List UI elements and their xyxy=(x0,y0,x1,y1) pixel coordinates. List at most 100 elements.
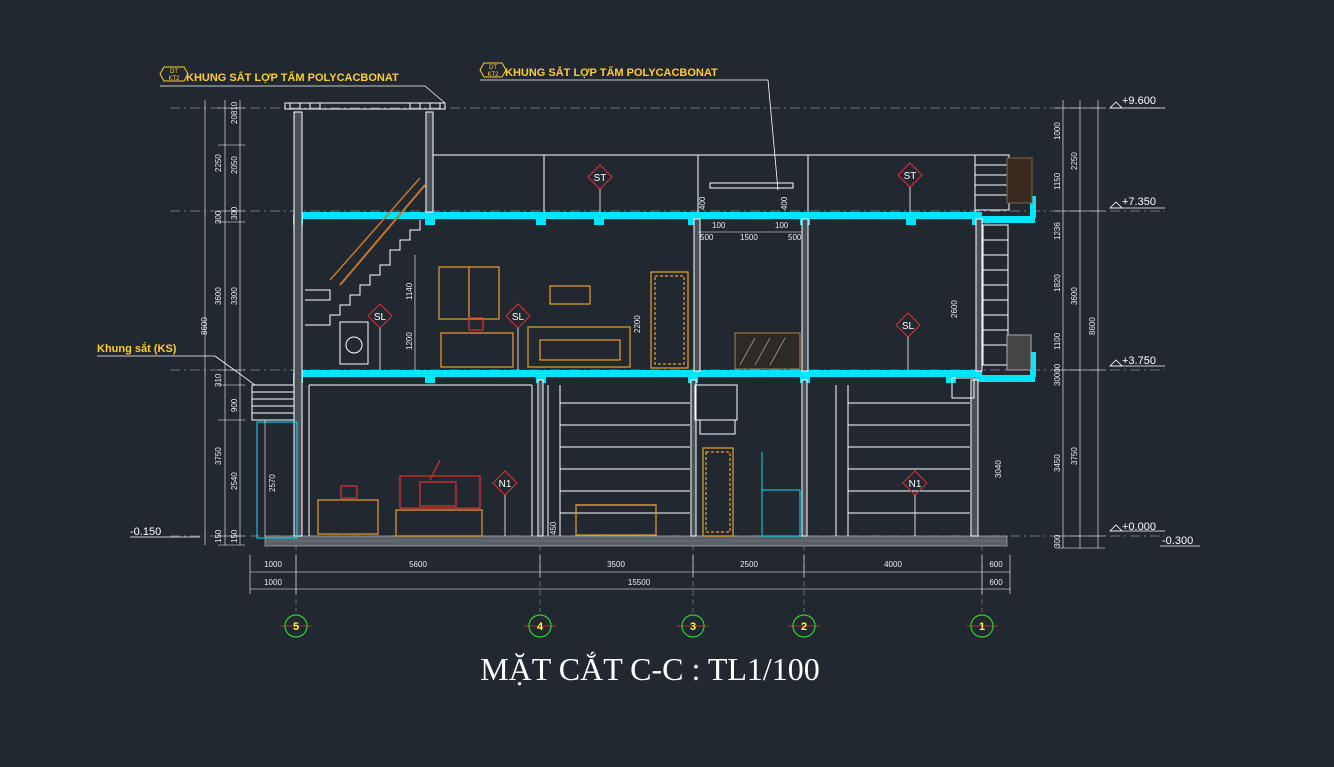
railings xyxy=(339,321,975,537)
bdim-r1-4: 4000 xyxy=(884,560,902,569)
room-tag-sl-room: SL xyxy=(505,303,531,370)
bottom-dim-labels: 1000 5600 3500 2500 4000 600 1000 15500 … xyxy=(264,560,1003,587)
level-top-label: +9.600 xyxy=(1122,95,1156,107)
grid-axis-2: 2 xyxy=(788,614,820,638)
ldim-i1: 2540 xyxy=(230,472,239,490)
note-roof-left: DT KT2 KHUNG SẮT LỢP TẤM POLYCACBONAT xyxy=(159,66,446,104)
idim-e: 100 xyxy=(775,221,789,230)
rdim-extra2: 1236 xyxy=(1053,222,1062,240)
ldim-o1: 3750 xyxy=(214,447,223,465)
bdim-r2-1: 15500 xyxy=(628,578,651,587)
idim-c: 500 xyxy=(788,233,802,242)
ldim-o2: 310 xyxy=(214,373,223,387)
level-marker-right-ground: -0.300 xyxy=(1160,535,1200,547)
rdim-o1: 3750 xyxy=(1070,447,1079,465)
ldim-o3: 3600 xyxy=(214,287,223,305)
idim-stair-top: 1140 xyxy=(405,282,414,300)
walls xyxy=(293,111,983,537)
bdim-r2-2: 600 xyxy=(989,578,1003,587)
ldim-o4: 300 xyxy=(214,210,223,224)
rdim-i5: 1150 xyxy=(1053,172,1062,190)
ldim-i-extra: 2570 xyxy=(268,474,277,492)
room-tag-sl-stair: SL xyxy=(367,303,393,370)
tag-left-top: DT xyxy=(170,69,178,75)
left-dimension-chains xyxy=(204,100,266,546)
bdim-r2-0: 1000 xyxy=(264,578,282,587)
room-tag-st-right: ST xyxy=(897,162,923,212)
ldim-o6: 2050 xyxy=(230,156,239,174)
interior-dims: 1140 1200 2200 2600 1500 500 500 100 100… xyxy=(405,196,959,535)
ldim-i4: 300 xyxy=(230,206,239,220)
tag-sl-right-label: SL xyxy=(902,321,915,332)
rdim-o0: 300 xyxy=(1053,534,1062,548)
idim-b: 500 xyxy=(700,233,714,242)
ldim-i0: 150 xyxy=(230,529,239,543)
doors xyxy=(438,266,734,537)
bdim-r1-5: 600 xyxy=(989,560,1003,569)
rdim-i6: 1000 xyxy=(1053,122,1062,140)
grid-axis-4: 4 xyxy=(524,614,556,638)
tag-n1-left-label: N1 xyxy=(499,479,512,490)
rdim-o3: 2250 xyxy=(1070,152,1079,170)
room-tag-n1-right: N1 xyxy=(902,470,928,536)
idim-shelf: 450 xyxy=(549,521,558,535)
room-tag-sl-right: SL xyxy=(895,312,921,370)
stair-ground xyxy=(251,384,298,539)
ground-slab xyxy=(264,535,1008,547)
right-dim-labels: 300 3750 3600 2250 8600 3450 1100 1820 1… xyxy=(994,122,1097,548)
ldim-o5: 2250 xyxy=(214,154,223,172)
grid-axis-5-label: 5 xyxy=(293,621,299,633)
idim-right-wall: 2600 xyxy=(950,300,959,318)
rdim-extra1: 30000 xyxy=(1053,363,1062,386)
tag-right-bottom: KT2 xyxy=(487,72,499,78)
rdim-o-extra: 8600 xyxy=(1088,317,1097,335)
bdim-r1-2: 3500 xyxy=(607,560,625,569)
level-marker-ground: +0.000 xyxy=(1109,521,1165,533)
note-roof-right: DT KT2 KHUNG SẮT LỢP TẤM POLYCACBONAT xyxy=(479,62,779,191)
room-tag-n1-left: N1 xyxy=(492,470,518,536)
note-steel-frame: Khung sắt (KS) xyxy=(97,342,256,386)
room-tag-st-left: ST xyxy=(587,164,613,212)
ldim-i3: 3300 xyxy=(230,287,239,305)
idim-f: 400 xyxy=(698,196,707,210)
tag-left-bottom: KT2 xyxy=(168,76,180,82)
rdim-o2: 3600 xyxy=(1070,287,1079,305)
grid-axis-1: 1 xyxy=(966,614,998,638)
bottom-dimension-lines xyxy=(249,555,1011,594)
note-steel-frame-text: Khung sắt (KS) xyxy=(97,342,177,355)
level-left-ground-label: -0.150 xyxy=(130,526,161,538)
level-second-label: +3.750 xyxy=(1122,355,1156,367)
grid-axis-1-label: 1 xyxy=(979,621,985,633)
ldim-o0: 150 xyxy=(214,529,223,543)
stair-right xyxy=(974,154,1033,371)
level-marker-second: +3.750 xyxy=(1109,355,1165,367)
grid-axis-3-label: 3 xyxy=(690,621,696,633)
rdim-extra0: 3040 xyxy=(994,460,1003,478)
level-ground-label: +0.000 xyxy=(1122,521,1156,533)
idim-door: 2200 xyxy=(633,315,642,333)
grid-axis-5: 5 xyxy=(280,614,312,638)
tag-st-left-label: ST xyxy=(594,173,607,184)
bdim-r1-1: 5600 xyxy=(409,560,427,569)
tag-sl-room-label: SL xyxy=(512,312,525,323)
rdim-i3: 1820 xyxy=(1053,274,1062,292)
tag-right-top: DT xyxy=(489,65,497,71)
note-roof-right-text: KHUNG SẮT LỢP TẤM POLYCACBONAT xyxy=(505,66,718,79)
grid-axis-3: 3 xyxy=(677,614,709,638)
idim-g: 400 xyxy=(780,196,789,210)
idim-stair-bottom: 1200 xyxy=(405,332,414,350)
tag-sl-stair-label: SL xyxy=(374,312,387,323)
grid-axis-4-label: 4 xyxy=(537,621,544,633)
left-dim-labels: 150 3750 310 3600 300 2250 2050 8600 150… xyxy=(200,101,277,543)
red-furniture xyxy=(340,317,484,509)
level-third-label: +7.350 xyxy=(1122,196,1156,208)
bdim-r1-3: 2500 xyxy=(740,560,758,569)
level-marker-left-ground: -0.150 xyxy=(130,526,200,538)
grid-axis-2-label: 2 xyxy=(801,621,807,633)
ldim-o-extra: 8600 xyxy=(200,317,209,335)
level-marker-top: +9.600 xyxy=(1109,95,1165,109)
bdim-r1-0: 1000 xyxy=(264,560,282,569)
roof-pergola xyxy=(284,102,794,189)
level-marker-third: +7.350 xyxy=(1109,196,1165,209)
